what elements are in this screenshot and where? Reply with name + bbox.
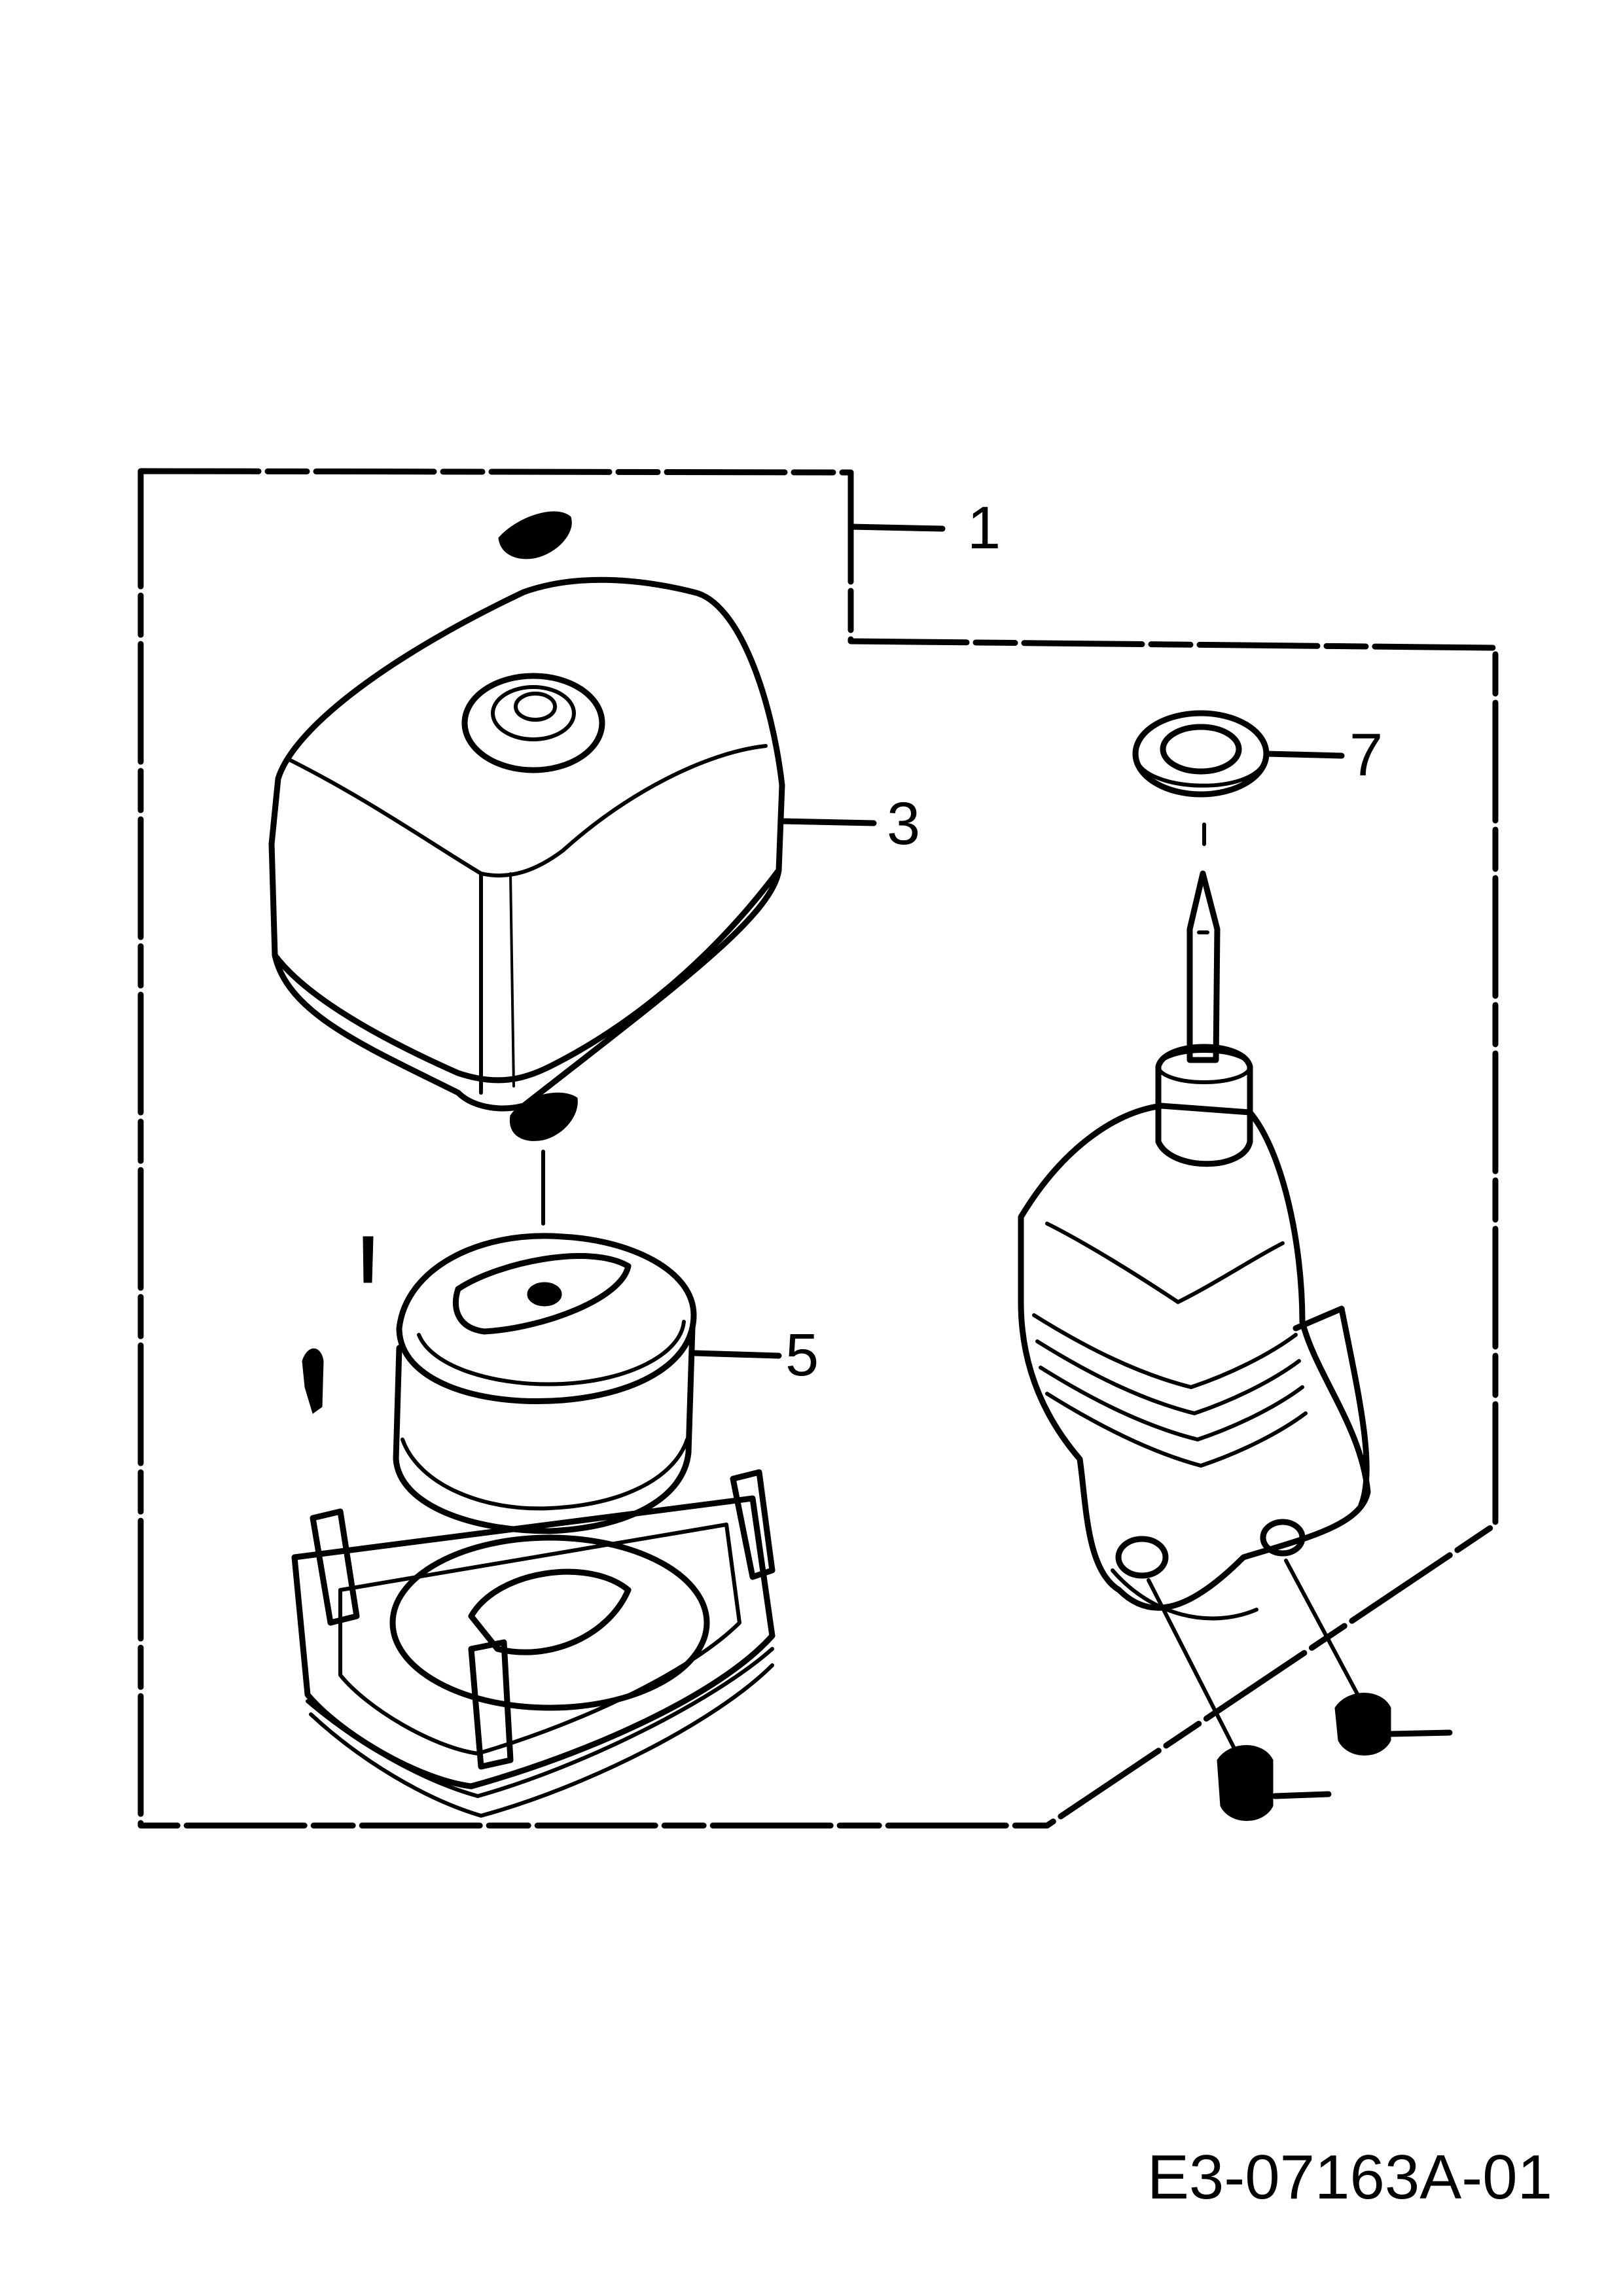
cover-shell xyxy=(268,576,785,1112)
air-cleaner-base xyxy=(291,1469,776,1818)
elbow-rod xyxy=(1186,870,1221,1063)
base-intake-hole xyxy=(468,1568,632,1655)
cover-top-edge xyxy=(286,744,768,877)
seal-inner xyxy=(1160,724,1242,775)
elbow-upper-face xyxy=(1045,1222,1285,1304)
callout-3-leader xyxy=(779,818,877,826)
nut-left-leader xyxy=(1147,1578,1236,1749)
callout-5-label: 5 xyxy=(785,1322,819,1388)
filter-top xyxy=(396,1233,697,1405)
base-post-front xyxy=(468,1639,514,1770)
elbow-fin-1 xyxy=(1032,1313,1298,1389)
pin-upper-left xyxy=(363,1236,374,1283)
filter-top-rim xyxy=(417,1320,686,1386)
filter-center-slot xyxy=(452,1253,632,1335)
base-opening xyxy=(389,1534,710,1711)
seal-edge xyxy=(1135,760,1266,788)
cover-front-corner-2 xyxy=(509,872,515,1087)
elbow-fin-3 xyxy=(1039,1366,1304,1441)
nut-right-leader xyxy=(1284,1559,1363,1703)
elbow-fin-4 xyxy=(1045,1392,1308,1468)
elbow-flange xyxy=(1293,1305,1370,1508)
callout-1-leader xyxy=(847,523,946,532)
base-ridge-1 xyxy=(306,1647,774,1798)
air-filter-element xyxy=(393,1233,697,1534)
cover-knob-nut xyxy=(514,692,557,722)
cover-knob-outer xyxy=(461,673,605,773)
callout-1-label: 1 xyxy=(967,495,1001,561)
nut-right xyxy=(1334,1693,1391,1756)
base-post-left xyxy=(310,1508,360,1626)
elbow-body xyxy=(1018,1103,1371,1611)
callout-5-leader xyxy=(692,1350,782,1359)
base-ridge-2 xyxy=(309,1663,774,1818)
elbow-neck-top xyxy=(1156,1049,1252,1084)
cover-bottom-lip xyxy=(272,867,782,1084)
callout-7-leader xyxy=(1263,751,1345,759)
assembly-bracket-outline xyxy=(137,468,1499,1829)
elbow-bottom-lip xyxy=(1111,1568,1258,1621)
elbow-hole-left xyxy=(1115,1536,1169,1579)
elbow-hole-right xyxy=(1260,1519,1306,1557)
base-inner-tray xyxy=(338,1523,741,1756)
base-post-right xyxy=(730,1469,776,1580)
callout-3-label: 3 xyxy=(887,790,920,857)
intake-elbow xyxy=(1018,870,1371,1621)
callout-7-label: 7 xyxy=(1349,722,1383,788)
elbow-neck xyxy=(1155,1044,1253,1167)
filter-pleat-band xyxy=(401,1438,689,1511)
elbow-fin-2 xyxy=(1035,1339,1301,1415)
cover-knob-inner xyxy=(491,685,576,741)
nut-left xyxy=(1217,1745,1274,1821)
filter-clip xyxy=(509,1092,578,1141)
air-cleaner-cover xyxy=(268,511,785,1112)
filter-center-bolt xyxy=(527,1282,562,1307)
pin-lower-left xyxy=(302,1348,324,1414)
drawing-number: E3-07163A-01 xyxy=(1147,2142,1552,2212)
seal-ring xyxy=(1132,710,1270,798)
filter-pleat-body xyxy=(393,1325,696,1534)
nut-left-line xyxy=(1272,1791,1332,1799)
cover-clip-top xyxy=(498,511,572,559)
nut-right-line xyxy=(1387,1729,1453,1737)
